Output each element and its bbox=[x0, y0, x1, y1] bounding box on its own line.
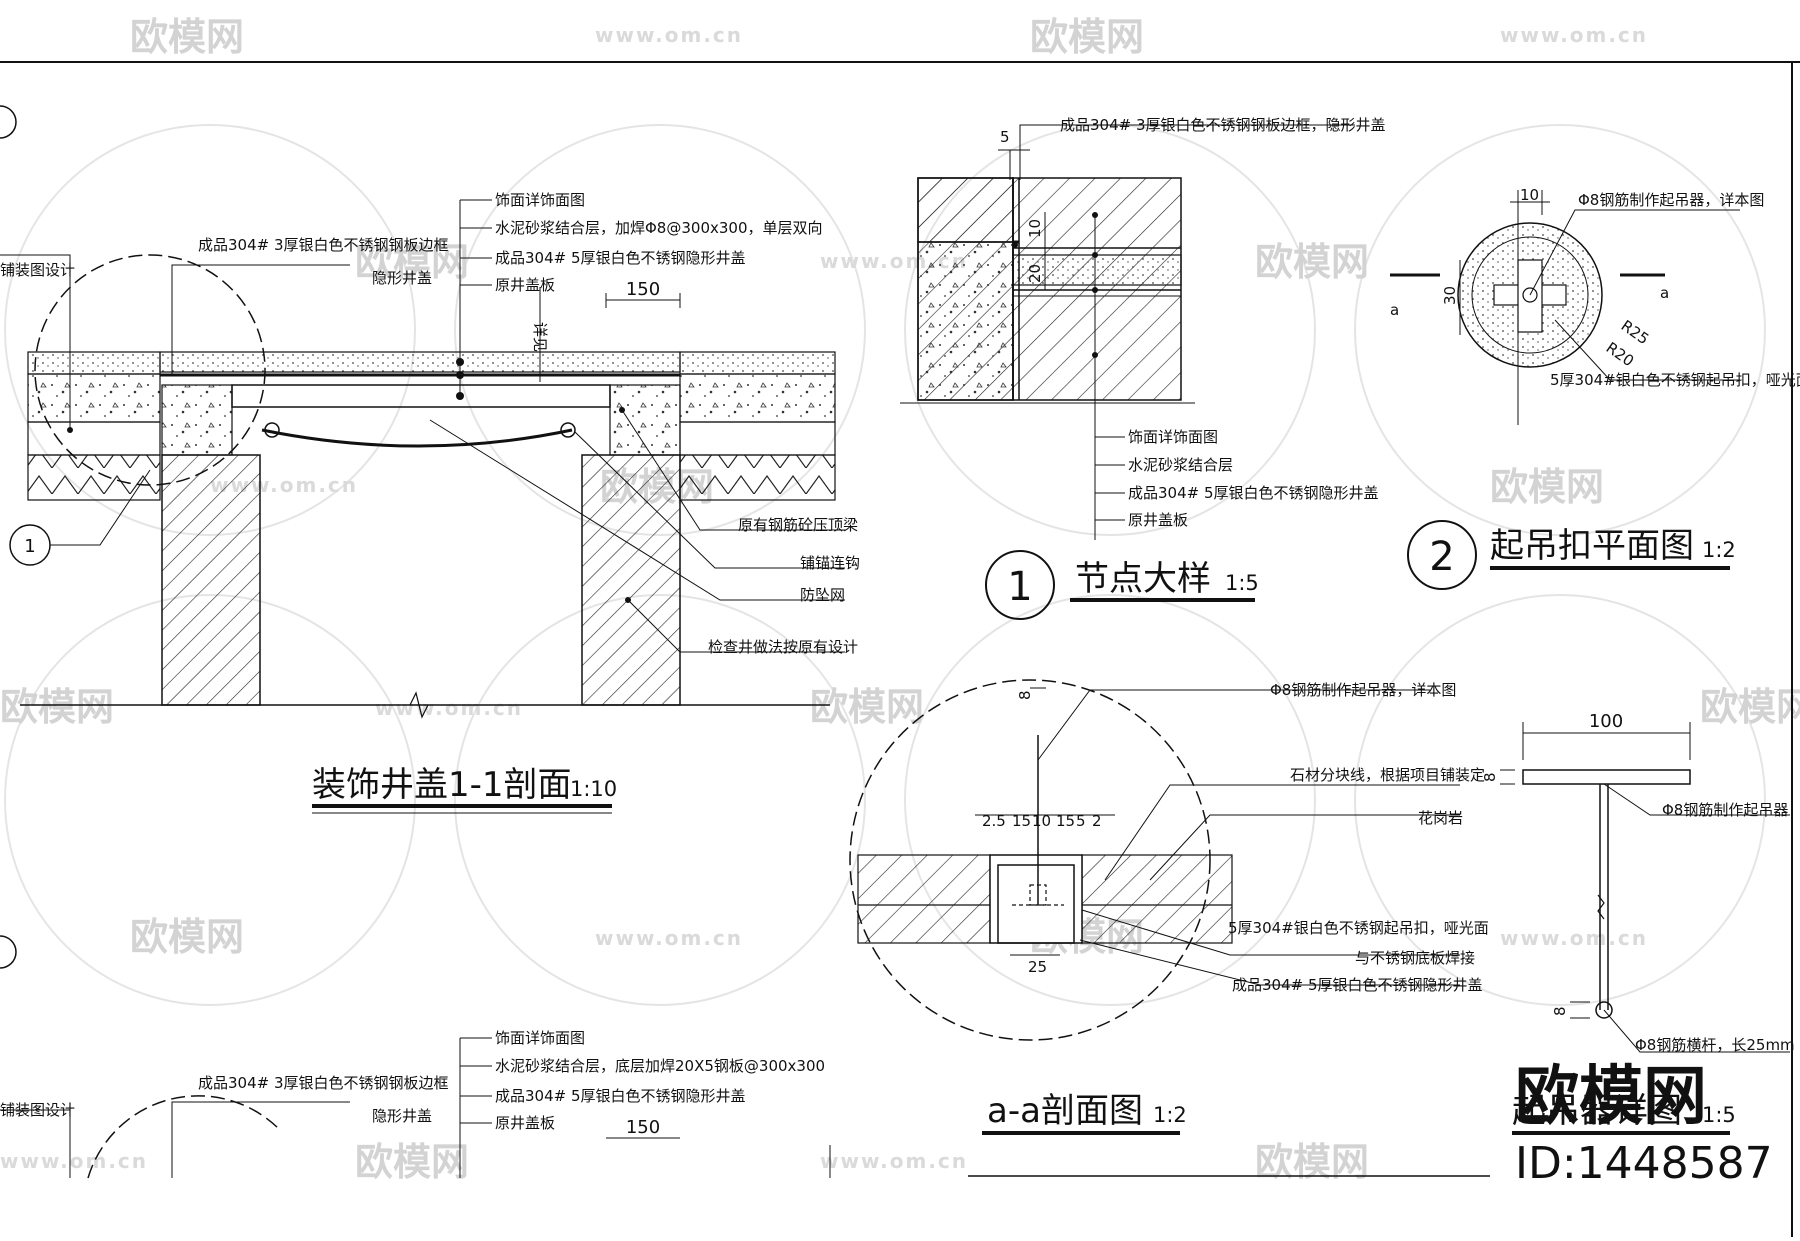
watermark-brand: 欧模网 bbox=[0, 685, 114, 729]
callout-note: 成品304# 3厚银白色不锈钢钢板边框 bbox=[198, 236, 449, 254]
note: 5厚304#银白色不锈钢起吊扣，哑光面 bbox=[1228, 919, 1489, 937]
lift-buckle-plan-view: 10 30 R25 R20 a a Φ8钢筋制作起吊器，详本图 5厚304#银白… bbox=[1390, 186, 1800, 590]
view-scale: 1:5 bbox=[1225, 571, 1259, 595]
dimension-label: 150 bbox=[626, 1117, 660, 1138]
note: Φ8钢筋横杆，长25mm bbox=[1635, 1036, 1795, 1054]
watermark-url: www.om.cn bbox=[1500, 23, 1648, 47]
sheet-frame bbox=[0, 61, 1800, 1237]
note: 石材分块线，根据项目铺装定 bbox=[1290, 766, 1485, 784]
watermark-url: www.om.cn bbox=[595, 23, 743, 47]
node-detail-view: 成品304# 3厚银白色不锈钢钢板边框，隐形井盖 5 10 20 饰面详饰面图 … bbox=[900, 116, 1386, 620]
section-1-1-view: 1 饰面详饰面图 水泥砂浆结合层，加焊Φ8@300x300，单层双向 成品304… bbox=[0, 191, 860, 814]
dimension-label: 15 bbox=[1012, 812, 1031, 830]
note: Φ8钢筋制作起吊器，详本图 bbox=[1270, 681, 1456, 699]
watermark-brand: 欧模网 bbox=[1030, 15, 1144, 59]
view-scale: 1:2 bbox=[1153, 1103, 1187, 1127]
lifter-detail-view: 100 8 8 Φ8钢筋制作起吊器 Φ8钢筋横杆，长25mm 起吊器详图 1:5 bbox=[1481, 711, 1795, 1135]
right-note: 原有钢筋砼压顶梁 bbox=[738, 516, 858, 534]
detail-ref-number: 1 bbox=[24, 536, 35, 557]
stack-note: 饰面详饰面图 bbox=[495, 1029, 585, 1047]
brand-stamp-name: 欧模网 bbox=[1515, 1060, 1707, 1134]
view-scale: 1:10 bbox=[570, 777, 617, 801]
watermark-brand: 欧模网 bbox=[1700, 685, 1800, 729]
dimension-label: 5 bbox=[1076, 812, 1086, 830]
view-title: a-a剖面图 bbox=[987, 1091, 1143, 1131]
dimension-label: 30 bbox=[1441, 286, 1459, 305]
stack-note: 水泥砂浆结合层 bbox=[1128, 456, 1233, 474]
section-mark: a bbox=[1390, 301, 1399, 319]
callout-note: 成品304# 3厚银白色不锈钢钢板边框 bbox=[198, 1074, 449, 1092]
view-title: 起吊器详图 bbox=[1512, 1091, 1682, 1131]
left-note: 铺装图设计 bbox=[0, 1101, 75, 1119]
view-scale: 1:5 bbox=[1702, 1103, 1736, 1127]
stack-note: 原井盖板 bbox=[1128, 511, 1188, 529]
right-note: 铺锚连钩 bbox=[800, 554, 860, 572]
view-title: 节点大样 bbox=[1075, 559, 1211, 599]
brand-stamp-id: ID:1448587 bbox=[1515, 1138, 1773, 1189]
stack-note: 成品304# 5厚银白色不锈钢隐形井盖 bbox=[495, 249, 746, 267]
detail-number: 2 bbox=[1429, 534, 1454, 580]
dimension-label: 150 bbox=[626, 279, 660, 300]
dimension-label: 10 bbox=[1520, 186, 1539, 204]
note: Φ8钢筋制作起吊器，详本图 bbox=[1578, 191, 1764, 209]
section-a-a-view: 8 2.5 15 10 15 5 2 25 Φ8钢筋制作起吊器，详本图 石材分块… bbox=[849, 679, 1490, 1177]
stack-note: 原井盖板 bbox=[495, 1114, 555, 1132]
note: 与不锈钢底板焊接 bbox=[1355, 949, 1475, 967]
dimension-label: 8 bbox=[1551, 1006, 1569, 1016]
watermark-url: www.om.cn bbox=[595, 926, 743, 950]
stack-note: 饰面详饰面图 bbox=[1128, 428, 1218, 446]
watermark-brand: 欧模网 bbox=[1255, 1140, 1369, 1184]
note: 5厚304#银白色不锈钢起吊扣，哑光面 bbox=[1550, 371, 1800, 389]
detail-number: 1 bbox=[1007, 564, 1032, 610]
stack-note: 原井盖板 bbox=[495, 276, 555, 294]
dimension-label: 2 bbox=[1092, 812, 1102, 830]
top-note: 成品304# 3厚银白色不锈钢钢板边框，隐形井盖 bbox=[1060, 116, 1386, 134]
dimension-label: 10 bbox=[1026, 219, 1044, 238]
dimension-label: 25 bbox=[1028, 958, 1047, 976]
watermark-brand: 欧模网 bbox=[1255, 240, 1369, 284]
view-title: 起吊扣平面图 bbox=[1490, 526, 1694, 566]
right-note: 检查井做法按原有设计 bbox=[708, 638, 858, 656]
dimension-label: 8 bbox=[1481, 772, 1499, 782]
view-title: 装饰井盖1-1剖面 bbox=[312, 765, 572, 805]
section-1-1-repeat-view: 饰面详饰面图 水泥砂浆结合层，底层加焊20X5钢板@300x300 成品304#… bbox=[0, 1029, 831, 1179]
stack-note: 成品304# 5厚银白色不锈钢隐形井盖 bbox=[1128, 484, 1379, 502]
callout-note: 隐形井盖 bbox=[372, 269, 432, 287]
watermark-url: www.om.cn bbox=[820, 1149, 968, 1173]
dimension-label: 10 bbox=[1032, 812, 1051, 830]
dimension-label: 15 bbox=[1056, 812, 1075, 830]
dimension-label: 100 bbox=[1589, 711, 1623, 732]
note: Φ8钢筋制作起吊器 bbox=[1662, 801, 1788, 819]
dimension-label: 2.5 bbox=[982, 812, 1006, 830]
dimension-label: 5 bbox=[1000, 128, 1010, 146]
small-note: 详见 bbox=[531, 322, 549, 352]
note: 花岗岩 bbox=[1418, 809, 1463, 827]
dimension-label: R20 bbox=[1603, 339, 1638, 371]
dimension-label: R25 bbox=[1618, 317, 1653, 349]
dimension-label: 8 bbox=[1016, 690, 1034, 700]
dimension-label: 20 bbox=[1026, 264, 1044, 283]
stack-note: 饰面详饰面图 bbox=[495, 191, 585, 209]
brand-stamp: 欧模网 ID:1448587 bbox=[1515, 1060, 1773, 1189]
left-note: 铺装图设计 bbox=[0, 261, 75, 279]
watermark-brand: 欧模网 bbox=[355, 240, 469, 284]
stack-note: 水泥砂浆结合层，加焊Φ8@300x300，单层双向 bbox=[495, 219, 823, 237]
watermark-brand: 欧模网 bbox=[355, 1140, 469, 1184]
right-note: 防坠网 bbox=[800, 586, 845, 604]
stack-note: 水泥砂浆结合层，底层加焊20X5钢板@300x300 bbox=[495, 1057, 825, 1075]
watermark-brand: 欧模网 bbox=[1490, 465, 1604, 509]
watermark-url: www.om.cn bbox=[0, 1149, 148, 1173]
watermark-brand: 欧模网 bbox=[130, 915, 244, 959]
watermark-brand: 欧模网 bbox=[810, 685, 924, 729]
section-mark: a bbox=[1660, 284, 1669, 302]
note: 成品304# 5厚银白色不锈钢隐形井盖 bbox=[1232, 976, 1483, 994]
watermark-url: www.om.cn bbox=[1500, 926, 1648, 950]
view-scale: 1:2 bbox=[1702, 538, 1736, 562]
watermark-url: www.om.cn bbox=[375, 696, 523, 720]
watermark-brand: 欧模网 bbox=[130, 15, 244, 59]
stack-note: 成品304# 5厚银白色不锈钢隐形井盖 bbox=[495, 1087, 746, 1105]
callout-note: 隐形井盖 bbox=[372, 1107, 432, 1125]
